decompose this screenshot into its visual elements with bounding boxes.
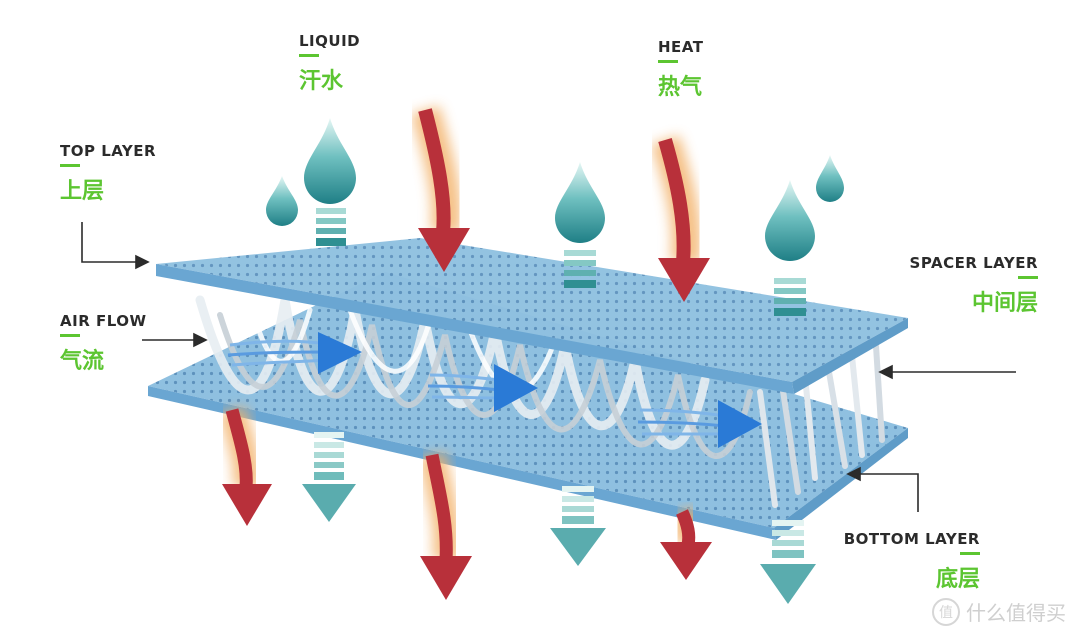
- liquid-label-en: LIQUID: [299, 32, 361, 50]
- heat-arrow-icon: [650, 135, 710, 302]
- airflow-arrow-2: [427, 364, 538, 412]
- top-layer-label: TOP LAYER 上层: [60, 142, 156, 205]
- liquid-arrow-icon: [760, 520, 816, 604]
- airflow-arrows: [227, 332, 762, 448]
- liquid-columns-top: [316, 208, 806, 316]
- bottom-layer-label-cn: 底层: [935, 567, 980, 592]
- label-underline: [299, 54, 319, 57]
- top-layer-label-en: TOP LAYER: [60, 142, 157, 160]
- label-underline: [960, 552, 980, 555]
- label-underline: [1018, 276, 1038, 279]
- liquid-arrow-icon: [550, 486, 606, 566]
- droplet-icon: [816, 155, 844, 202]
- spacer-layer-label: SPACER LAYER 中间层: [910, 254, 1038, 317]
- spacer-layer-label-cn: 中间层: [971, 291, 1038, 316]
- droplet-icon: [555, 162, 605, 243]
- label-underline: [658, 60, 678, 63]
- bottom-layer-label-en: BOTTOM LAYER: [843, 530, 980, 548]
- top-layer-plate: [156, 238, 908, 394]
- label-underline: [60, 334, 80, 337]
- heat-arrow-icon: [218, 406, 272, 526]
- heat-arrow-icon: [410, 105, 470, 272]
- heat-arrow-icon: [418, 452, 472, 600]
- droplet-icon: [765, 180, 815, 261]
- air-flow-label-cn: 气流: [60, 349, 105, 374]
- watermark: 值 什么值得买: [932, 597, 1066, 626]
- heat-arrows: [218, 105, 712, 600]
- heat-label-cn: 热气: [658, 75, 703, 100]
- spacer-layer-label-en: SPACER LAYER: [909, 254, 1038, 272]
- liquid-label: LIQUID 汗水: [299, 32, 360, 95]
- liquid-arrow-icon: [302, 432, 356, 522]
- top-layer-label-cn: 上层: [60, 179, 105, 204]
- sweat-droplets: [266, 118, 844, 261]
- air-flow-label-en: AIR FLOW: [60, 312, 147, 330]
- liquid-label-cn: 汗水: [299, 69, 344, 94]
- liquid-arrows-bottom: [302, 432, 816, 604]
- airflow-arrow-1: [227, 332, 362, 374]
- label-underline: [60, 164, 80, 167]
- watermark-badge-icon: 值: [932, 597, 960, 626]
- heat-arrow-icon: [660, 506, 712, 580]
- watermark-text: 什么值得买: [966, 601, 1066, 625]
- bottom-layer-label: BOTTOM LAYER 底层: [844, 530, 980, 593]
- heat-label: HEAT 热气: [658, 38, 703, 101]
- droplet-icon: [304, 118, 356, 204]
- air-flow-label: AIR FLOW 气流: [60, 312, 147, 375]
- heat-label-en: HEAT: [658, 38, 704, 56]
- leader-lines: [81, 222, 1016, 512]
- spacer-pillars: [757, 343, 885, 508]
- airflow-arrow-3: [637, 400, 762, 448]
- bottom-layer-plate: [148, 272, 908, 540]
- droplet-icon: [266, 176, 298, 226]
